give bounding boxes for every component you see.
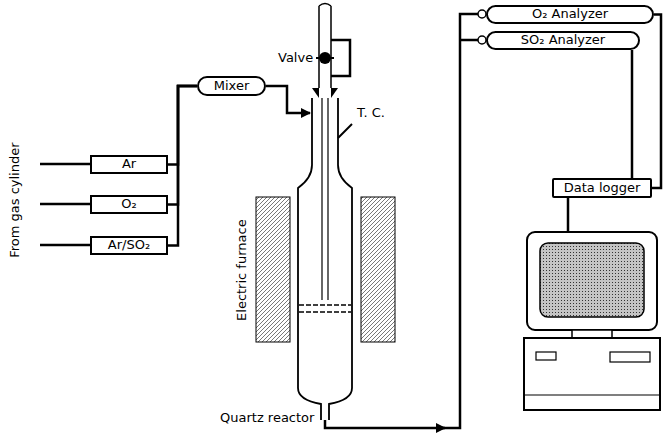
source-label: From gas cylinder (7, 142, 21, 257)
outlet-line (325, 420, 445, 428)
node-text: Mixer (214, 79, 249, 93)
logger-box: Data logger (552, 178, 652, 198)
thermocouple-label: T. C. (357, 106, 385, 120)
valve-label: Valve (278, 51, 313, 65)
reactor-label: Quartz reactor (220, 411, 314, 425)
porous-plate (299, 305, 351, 312)
thermocouple (338, 124, 352, 138)
gas-box: Ar (90, 155, 168, 174)
node-text: SO₂ Analyzer (521, 33, 605, 47)
power-button (536, 352, 556, 360)
furnace-wall (361, 197, 395, 342)
analyzer-box: O₂ Analyzer (486, 5, 654, 24)
drive-slot (610, 352, 650, 362)
node-text: Data logger (564, 181, 641, 195)
ground-joint (331, 88, 338, 98)
analyzer-box: SO₂ Analyzer (486, 31, 640, 50)
computer-screen (540, 243, 644, 317)
gas-line (652, 15, 661, 189)
case-panel-line (524, 394, 660, 395)
gas-line (168, 86, 197, 246)
node-text: O₂ Analyzer (532, 7, 608, 21)
inner-tube (322, 98, 328, 300)
gas-feed-line (40, 164, 90, 245)
node-text: O₂ (121, 197, 136, 211)
quartz-reactor (298, 98, 352, 420)
logger-cable (567, 198, 570, 232)
gas-line (631, 50, 634, 178)
gas-box: O₂ (90, 195, 168, 214)
node-text: Ar/SO₂ (108, 238, 150, 252)
furnace-label: Electric furnace (235, 219, 249, 321)
ground-joint (312, 88, 319, 98)
gas-line (168, 86, 197, 205)
analyzer-port (478, 36, 486, 44)
mixer-box: Mixer (197, 76, 266, 96)
node-text: Ar (122, 157, 136, 171)
computer-case (524, 338, 660, 410)
analyzer-feed-line (440, 14, 478, 428)
valve-handle (316, 57, 334, 59)
inlet-tube (319, 4, 331, 89)
mixer-outlet-line (266, 86, 310, 113)
gas-line (168, 86, 197, 165)
gas-box: Ar/SO₂ (90, 236, 168, 255)
monitor-stand (572, 330, 612, 338)
furnace-wall (256, 197, 290, 342)
analyzer-port (478, 10, 486, 18)
computer-monitor (527, 232, 657, 330)
